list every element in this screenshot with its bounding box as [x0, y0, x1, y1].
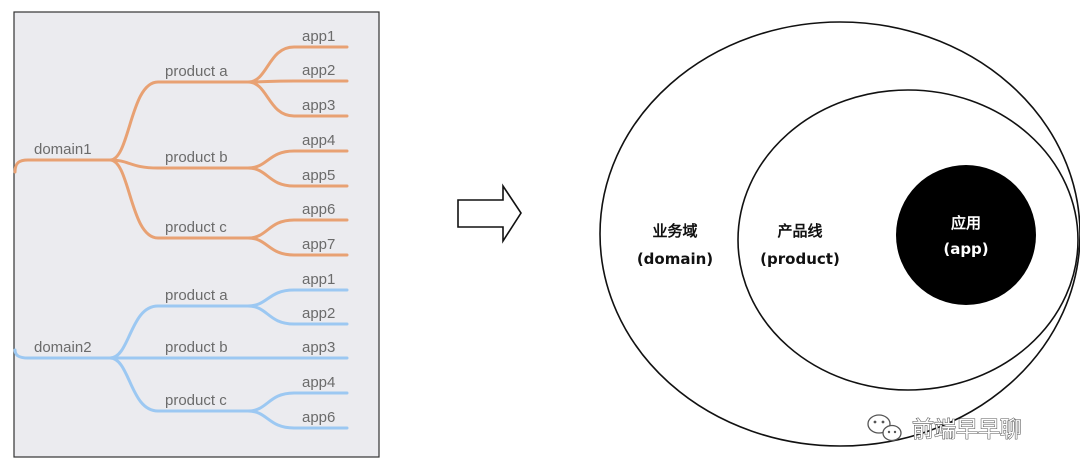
app-label: app6 [302, 409, 335, 426]
watermark: 前端早早聊 [867, 414, 1023, 444]
product-a-to-app3 [246, 80, 349, 118]
domain1-to-product-b [108, 158, 250, 170]
domain1-to-product-c [108, 158, 250, 240]
domain1-root-line [13, 158, 112, 174]
app-label: app3 [302, 339, 335, 356]
wechat-icon [867, 414, 902, 442]
app-label: app1 [302, 28, 335, 45]
app-label: app7 [302, 236, 335, 253]
domain-circle-label-en: (domain) [637, 250, 713, 268]
product-circle-label-en: (product) [760, 250, 840, 268]
tree-panel-background [13, 11, 380, 458]
app-label: app4 [302, 374, 335, 391]
product-circle-label-cn: 产品线 [777, 222, 822, 240]
domain2-root-line [13, 348, 112, 360]
product-label: product b [165, 339, 228, 356]
domain2-to-product-c [108, 356, 250, 413]
domain1-to-product-a [108, 80, 250, 162]
domain1-branch-group [13, 45, 349, 257]
product-a-to-app2 [246, 79, 349, 84]
domain-circle-label-cn: 业务域 [652, 222, 697, 240]
app-circle-label-cn: 应用 [951, 214, 981, 232]
product-label: product c [165, 219, 227, 236]
domain2-to-product-a [108, 304, 250, 360]
domain2-branch-group [13, 288, 349, 430]
product-a-to-app2 [246, 304, 349, 326]
app-label: app4 [302, 132, 335, 149]
app-label: app1 [302, 271, 335, 288]
product-label: product c [165, 392, 227, 409]
watermark-text: 前端早早聊 [912, 418, 1022, 443]
product-label: product a [165, 287, 228, 304]
app-label: app6 [302, 201, 335, 218]
product-b-to-app5 [246, 166, 349, 188]
domain2-label: domain2 [34, 339, 92, 356]
domain1-label: domain1 [34, 141, 92, 158]
app-label: app3 [302, 97, 335, 114]
nested-circles: 业务域 (domain) 产品线 (product) 应用 (app) [599, 21, 1080, 447]
app-circle [896, 165, 1036, 305]
app-label: app2 [302, 305, 335, 322]
app-label: app2 [302, 62, 335, 79]
product-c-to-app6 [246, 409, 349, 430]
product-label: product b [165, 149, 228, 166]
product-label: product a [165, 63, 228, 80]
app-label: app5 [302, 167, 335, 184]
tree-panel: domain1 product a product b product c ap… [13, 11, 380, 458]
app-circle-label-en: (app) [943, 240, 988, 258]
right-arrow-outline-icon [457, 183, 522, 244]
product-c-to-app7 [246, 236, 349, 257]
